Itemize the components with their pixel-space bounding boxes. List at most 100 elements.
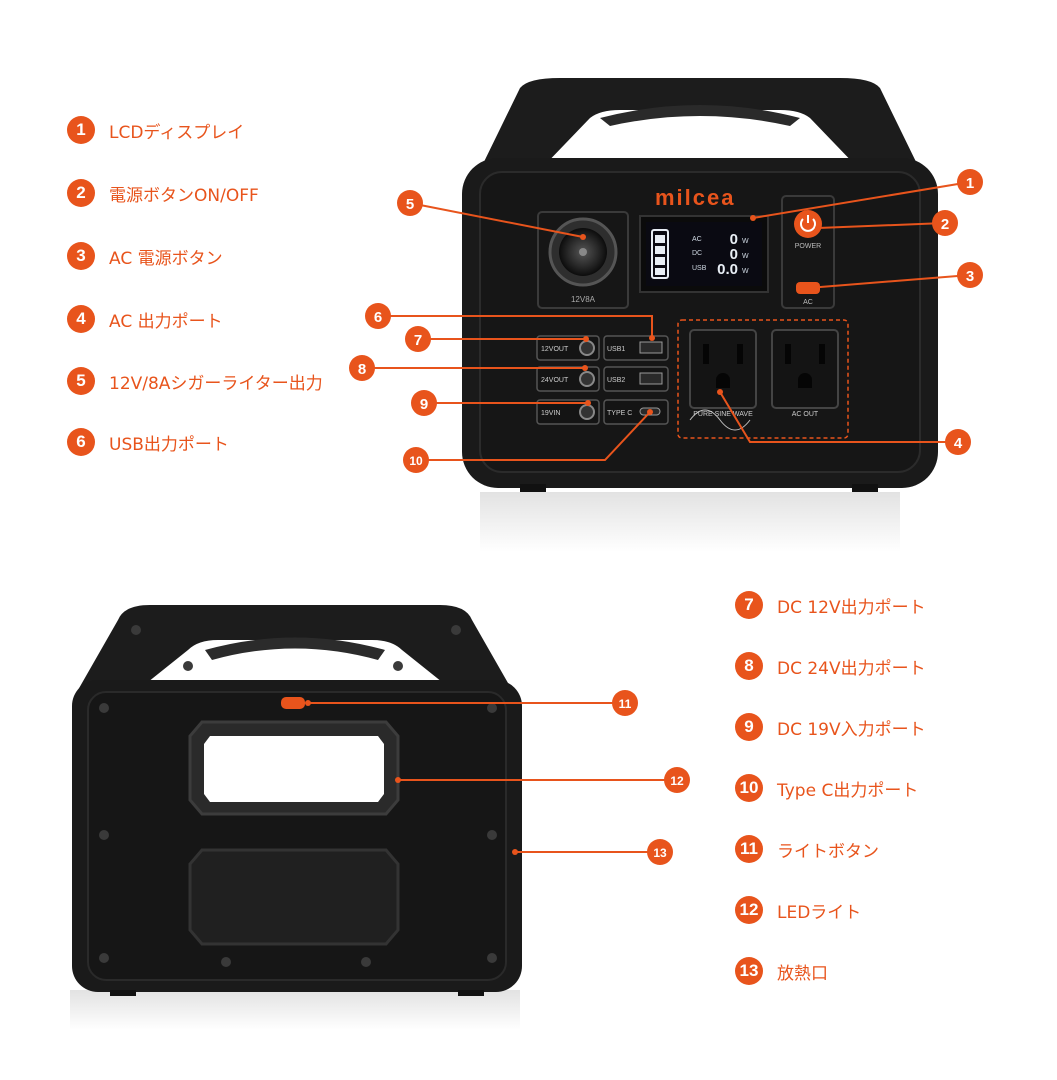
svg-text:1: 1 bbox=[966, 175, 974, 192]
screw bbox=[487, 703, 497, 713]
typec-port[interactable] bbox=[603, 399, 669, 425]
foot bbox=[852, 484, 878, 492]
ac-outlet-group bbox=[677, 319, 849, 439]
legend-text: USB出力ポート bbox=[109, 434, 229, 455]
legend-item-1: 1 LCDディスプレイ bbox=[67, 115, 244, 145]
leader-line-3 bbox=[807, 274, 971, 289]
ac-out-label: AC OUT bbox=[792, 411, 819, 418]
legend-text: 放熱口 bbox=[777, 963, 828, 984]
reflection bbox=[480, 492, 900, 552]
legend-badge: 2 bbox=[67, 179, 95, 207]
legend-text: AC 電源ボタン bbox=[109, 248, 223, 269]
legend-item-7: 7 DC 12V出力ポート bbox=[735, 590, 926, 620]
legend-badge: 4 bbox=[67, 305, 95, 333]
light-button[interactable] bbox=[281, 697, 305, 709]
svg-text:9: 9 bbox=[420, 396, 428, 413]
screw bbox=[487, 953, 497, 963]
leader-line-1 bbox=[752, 181, 971, 219]
screw bbox=[393, 661, 403, 671]
power-button[interactable] bbox=[794, 210, 822, 238]
lcd-unit: W bbox=[742, 268, 749, 275]
legend-badge: 5 bbox=[67, 367, 95, 395]
vent-grille bbox=[188, 848, 400, 946]
lcd-value-dc: 0 bbox=[730, 246, 738, 263]
leader-line-10 bbox=[416, 411, 651, 461]
foot bbox=[458, 990, 484, 996]
legend-badge: 9 bbox=[735, 713, 763, 741]
callout-5: 5 bbox=[397, 190, 423, 216]
lcd-usb-label: USB bbox=[692, 265, 707, 272]
port-12v-jack bbox=[579, 340, 595, 356]
legend-item-11: 11 ライトボタン bbox=[735, 834, 879, 864]
outlet-slot bbox=[703, 344, 709, 364]
leader-line-2 bbox=[817, 222, 946, 229]
svg-text:8: 8 bbox=[358, 361, 366, 378]
screw bbox=[361, 957, 371, 967]
port-12v-label: 12VOUT bbox=[541, 346, 569, 353]
callout-1: 1 bbox=[957, 169, 983, 195]
screw bbox=[451, 625, 461, 635]
legend-text: AC 出力ポート bbox=[109, 311, 223, 332]
usb1-label: USB1 bbox=[607, 346, 625, 353]
callout-13: 13 bbox=[647, 839, 673, 865]
legend-text: LEDライト bbox=[777, 902, 862, 923]
legend-badge: 7 bbox=[735, 591, 763, 619]
leader-line-5 bbox=[409, 202, 584, 238]
handle-grip bbox=[205, 637, 385, 660]
svg-text:2: 2 bbox=[941, 216, 949, 233]
legend-item-13: 13 放熱口 bbox=[735, 956, 828, 986]
led-lens bbox=[204, 736, 384, 802]
legend-item-9: 9 DC 19V入力ポート bbox=[735, 712, 926, 742]
legend-item-4: 4 AC 出力ポート bbox=[67, 304, 223, 334]
usb2-slot bbox=[639, 372, 663, 385]
foot bbox=[520, 484, 546, 492]
usb2-label: USB2 bbox=[607, 377, 625, 384]
legend-item-3: 3 AC 電源ボタン bbox=[67, 241, 223, 271]
handle-grip bbox=[600, 105, 800, 126]
lcd-display bbox=[646, 222, 762, 286]
battery-icon bbox=[651, 229, 669, 279]
legend-item-10: 10 Type C出力ポート bbox=[735, 773, 918, 803]
port-19v-jack bbox=[579, 404, 595, 420]
lcd-ac-label: AC bbox=[692, 236, 702, 243]
outlet-ground bbox=[798, 373, 812, 388]
callout-9: 9 bbox=[411, 390, 437, 416]
legend-badge: 6 bbox=[67, 428, 95, 456]
port-24v-jack bbox=[579, 371, 595, 387]
callout-12: 12 bbox=[664, 767, 690, 793]
svg-text:7: 7 bbox=[414, 332, 422, 349]
legend-badge: 12 bbox=[735, 896, 763, 924]
callout-dots bbox=[305, 215, 821, 855]
outlet-slot bbox=[737, 344, 743, 364]
legend-text: LCDディスプレイ bbox=[109, 122, 245, 143]
screw bbox=[131, 625, 141, 635]
legend-text: DC 19V入力ポート bbox=[777, 719, 926, 740]
front-device: milcea 12V8A AC DC USB 0 0 0.0 W W W POW… bbox=[462, 78, 938, 552]
leader-line-4 bbox=[719, 391, 958, 443]
svg-text:12: 12 bbox=[670, 774, 684, 788]
legend-item-12: 12 LEDライト bbox=[735, 895, 861, 925]
lcd-value-usb: 0.0 bbox=[717, 261, 738, 278]
callout-10: 10 bbox=[403, 447, 429, 473]
battery-bar bbox=[655, 235, 665, 243]
reflection bbox=[70, 990, 520, 1030]
legend-badge: 11 bbox=[735, 835, 763, 863]
outlet-slot bbox=[819, 344, 825, 364]
handle bbox=[78, 605, 512, 690]
svg-text:13: 13 bbox=[653, 846, 667, 860]
callout-3: 3 bbox=[957, 262, 983, 288]
svg-text:3: 3 bbox=[966, 268, 974, 285]
legend-badge: 13 bbox=[735, 957, 763, 985]
lcd-unit: W bbox=[742, 238, 749, 245]
cig-label: 12V8A bbox=[571, 295, 596, 304]
leader-line-6 bbox=[378, 315, 653, 338]
callout-badges: 1 2 3 4 5 6 7 8 9 10 11 12 13 bbox=[349, 169, 983, 865]
button-frame bbox=[781, 195, 835, 309]
battery-bar bbox=[655, 268, 665, 275]
legend-item-5: 5 12V/8Aシガーライター出力 bbox=[67, 366, 323, 396]
legend-badge: 8 bbox=[735, 652, 763, 680]
typec-label: TYPE C bbox=[607, 410, 632, 417]
ac-outlet-2[interactable] bbox=[771, 329, 839, 409]
legend-text: ライトボタン bbox=[777, 841, 879, 862]
